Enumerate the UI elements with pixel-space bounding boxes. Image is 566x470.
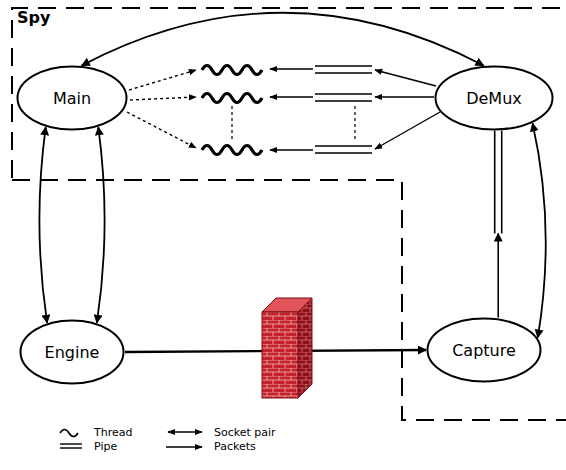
firewall-icon bbox=[262, 298, 312, 398]
ellipse-shape bbox=[21, 321, 124, 384]
node-label: Main bbox=[53, 89, 91, 108]
legend-label: Pipe bbox=[94, 440, 117, 453]
socket-connector bbox=[82, 13, 484, 66]
ellipse-shape bbox=[436, 67, 553, 130]
dotted-arrow bbox=[127, 70, 196, 148]
demux-arrow bbox=[375, 70, 440, 149]
process-ellipse: Main bbox=[16, 65, 128, 131]
ellipsis-line bbox=[354, 106, 355, 142]
node-label: Engine bbox=[45, 343, 100, 362]
ellipse-shape bbox=[18, 67, 127, 130]
process-ellipse: Engine bbox=[19, 319, 125, 385]
pipe-connector bbox=[495, 131, 502, 318]
ellipsis-line bbox=[231, 106, 232, 142]
process-ellipse: Capture bbox=[426, 317, 542, 383]
pipe-arrow bbox=[270, 69, 313, 150]
thread-symbol bbox=[202, 66, 262, 155]
socket-connector bbox=[533, 123, 546, 337]
node-label: DeMux bbox=[466, 89, 522, 108]
socket-connector bbox=[39, 127, 47, 323]
region-title: Spy bbox=[17, 8, 50, 27]
process-ellipse: DeMux bbox=[434, 65, 554, 131]
legend-label: Thread bbox=[94, 426, 132, 439]
legend-label: Packets bbox=[214, 440, 256, 453]
node-label: Capture bbox=[452, 341, 516, 360]
pipe-symbol bbox=[315, 66, 372, 153]
dashed-boundary bbox=[12, 8, 566, 420]
ellipse-shape bbox=[428, 319, 541, 382]
socket-connector bbox=[97, 127, 105, 323]
legend-label: Socket pair bbox=[214, 426, 276, 439]
